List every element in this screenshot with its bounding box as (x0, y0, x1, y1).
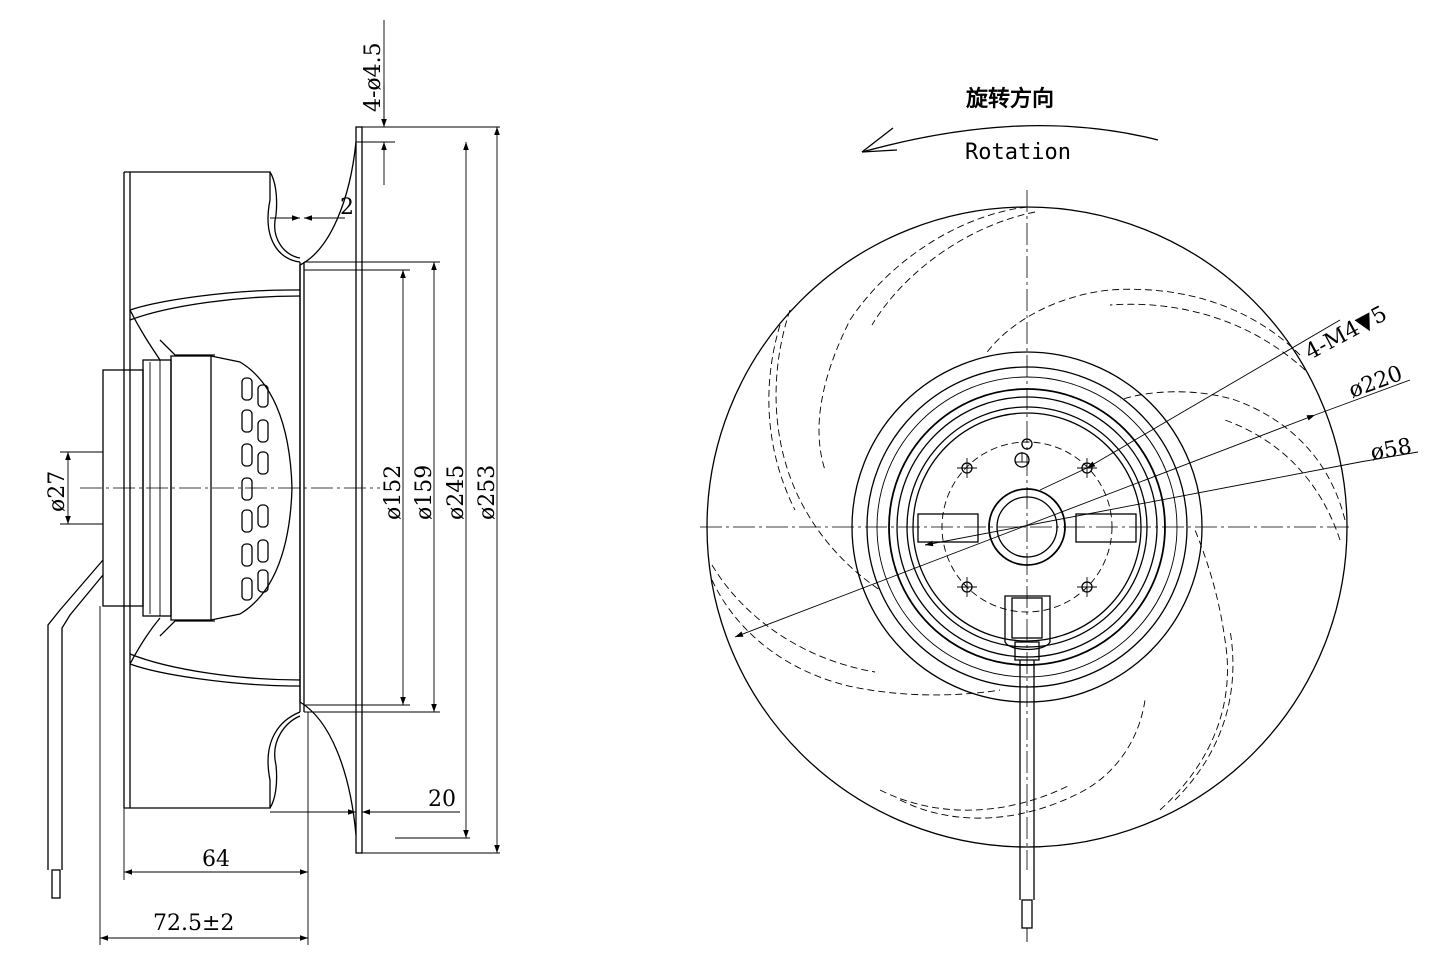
side-cable (47, 559, 104, 870)
rotation-label-cn: 旋转方向 (966, 86, 1054, 112)
dim-thickness: 2 (340, 195, 354, 220)
impeller-bottom (124, 711, 301, 809)
dim-d27: ø27 (45, 471, 70, 512)
mounting-plate (355, 126, 363, 854)
dim-d159: ø159 (412, 465, 437, 520)
window-left (917, 513, 979, 543)
rotation-arrow (861, 125, 1159, 153)
dim-thread: 4-M4▼5 (1301, 301, 1391, 365)
dim-hole: 4-ø4.5 (361, 42, 386, 112)
blades (711, 206, 1346, 819)
dim-d58: ø58 (1369, 434, 1414, 466)
rotor-slots (241, 377, 269, 601)
dim-d220: ø220 (1346, 361, 1406, 403)
window-right (1075, 513, 1137, 543)
dim-d245: ø245 (444, 465, 469, 520)
motor-rotor (210, 355, 293, 621)
dim-total-depth: 72.5±2 (153, 911, 234, 936)
front-view: 旋转方向 Rotation (700, 86, 1419, 942)
dim-d152: ø152 (381, 465, 406, 520)
dim-d253: ø253 (475, 465, 500, 520)
impeller-top (124, 171, 301, 263)
dim-64: 64 (202, 847, 230, 872)
dim-20: 20 (428, 787, 456, 812)
cable-gland (1004, 595, 1051, 651)
rotation-label-en: Rotation (965, 140, 1071, 165)
side-view: 4-ø4.5 2 ø152 ø159 ø245 ø253 ø27 20 (45, 20, 500, 945)
